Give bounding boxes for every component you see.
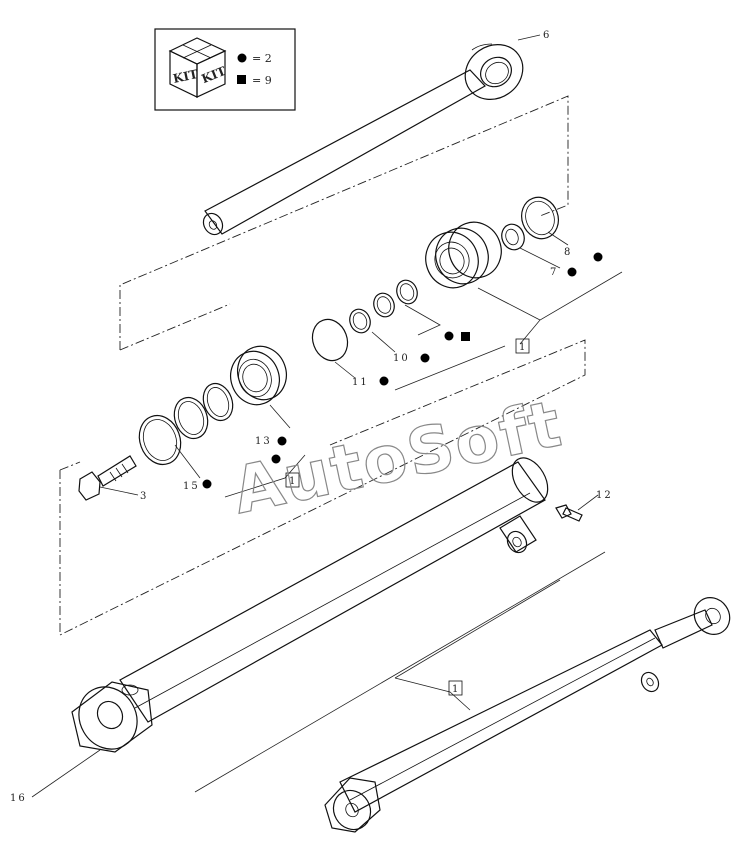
callout-13-dot xyxy=(277,436,287,446)
rod-envelope-top xyxy=(119,95,569,350)
barrel-envelope-stub xyxy=(59,461,81,471)
callout-15: 15 xyxy=(183,481,200,492)
leader-12 xyxy=(577,494,599,511)
legend-circle-icon xyxy=(237,53,247,63)
callout-10: 10 xyxy=(393,353,410,364)
rod-envelope-bottom xyxy=(119,303,231,351)
callout-10-square xyxy=(461,332,470,341)
leader-15 xyxy=(174,444,201,479)
piston-wear-ring xyxy=(501,223,525,251)
leader-13 xyxy=(269,404,291,429)
callout-1-top-box xyxy=(515,338,530,354)
callout-1-mid: 1 xyxy=(289,476,295,487)
barrel-clevis xyxy=(71,681,153,753)
kit-label-right: KIT xyxy=(199,64,227,86)
callout-7-dot xyxy=(567,267,577,277)
leader-8 xyxy=(547,231,569,246)
legend-circle-text: = 2 xyxy=(252,52,272,65)
o-ring xyxy=(311,318,349,362)
callout-11: 11 xyxy=(352,377,369,388)
gland-rings xyxy=(138,382,234,466)
callout-8: 8 xyxy=(564,247,572,258)
callout-13: 13 xyxy=(255,436,272,447)
leader-3 xyxy=(99,486,139,496)
callout-1-mid-box xyxy=(285,472,300,488)
callout-1-bottom-box xyxy=(448,680,463,696)
bracket-upper xyxy=(519,271,623,345)
callout-12: 12 xyxy=(596,490,613,501)
assembled-cylinder xyxy=(324,597,731,833)
gland-head xyxy=(230,345,287,406)
callout-7: 7 xyxy=(550,267,558,278)
bracket-mid xyxy=(224,454,306,498)
callout-6: 6 xyxy=(543,30,551,41)
leader-11 xyxy=(334,361,356,379)
leader-16 xyxy=(31,749,101,798)
bolt xyxy=(78,455,137,501)
leader-6 xyxy=(517,34,541,41)
kit-legend: KIT KIT = 2 = 9 xyxy=(154,28,296,111)
kit-box-icon: KIT KIT xyxy=(168,37,228,98)
callout-1-top: 1 xyxy=(519,342,525,353)
callout-15-dot xyxy=(202,479,212,489)
bracket-lower-b xyxy=(394,677,471,711)
callout-3: 3 xyxy=(140,491,148,502)
callout-11-dot xyxy=(379,376,389,386)
legend-frame xyxy=(154,28,296,111)
leader-10-bracket xyxy=(404,304,441,336)
bracket-lower-a xyxy=(194,551,606,793)
rod-rings xyxy=(349,279,418,334)
watermark: AutoSoft xyxy=(227,387,569,529)
piston-rod xyxy=(202,43,524,236)
callout-10-dot-a xyxy=(444,331,454,341)
callout-10-dot-b xyxy=(420,353,430,363)
piston-assembly xyxy=(425,221,502,289)
barrel-port xyxy=(499,515,537,554)
cylinder-barrel xyxy=(71,457,549,753)
screw xyxy=(555,504,583,522)
callout-16: 16 xyxy=(10,793,27,804)
callout-1-bottom: 1 xyxy=(452,684,458,695)
callout-8-dot xyxy=(593,252,603,262)
piston-seal-ring xyxy=(521,196,559,240)
leader-10 xyxy=(371,331,396,353)
barrel-envelope xyxy=(59,339,586,636)
callout-13-dot-b xyxy=(271,454,281,464)
legend-square-text: = 9 xyxy=(252,74,272,87)
legend-square-icon xyxy=(237,75,246,84)
leader-7 xyxy=(519,247,561,269)
kit-label-left: KIT xyxy=(172,67,199,86)
